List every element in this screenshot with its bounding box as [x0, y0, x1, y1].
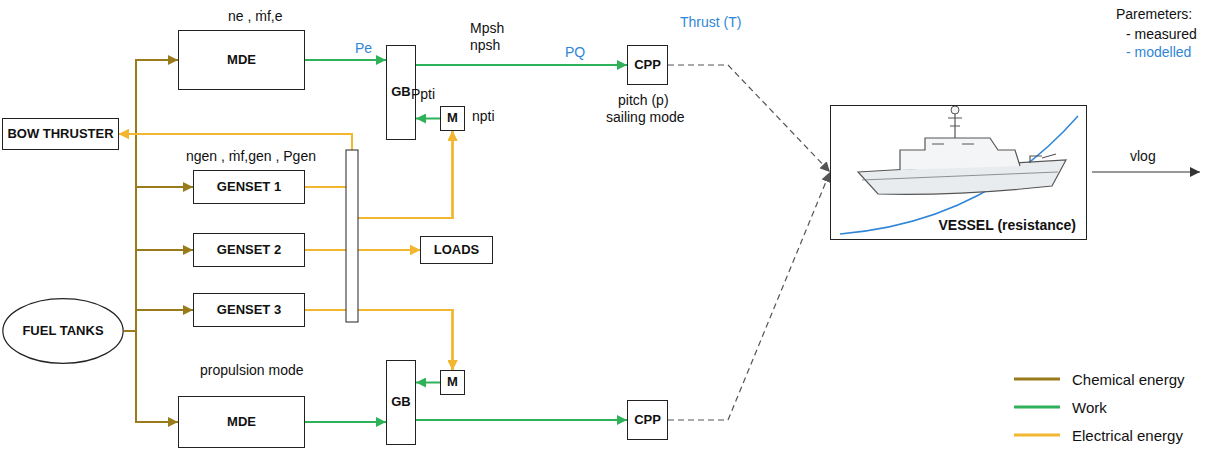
- thrust-connector: [668, 65, 830, 172]
- energy-connector: [305, 250, 453, 370]
- key-entry: - measured: [1126, 26, 1197, 42]
- node-text: FUEL TANKS: [22, 324, 103, 339]
- energy-connector: [124, 187, 193, 331]
- measured-parameter: vlog: [1130, 148, 1156, 164]
- resistance-curve: [840, 116, 1078, 234]
- legend-text: Work: [1072, 399, 1107, 416]
- engine-box: MDE: [178, 30, 305, 90]
- energy-connector: [124, 331, 178, 422]
- genset-box: GENSET 3: [193, 293, 305, 327]
- ship-superstructure: [900, 138, 1020, 170]
- thrust-connector: [668, 172, 830, 420]
- measured-parameter: npsh: [470, 37, 500, 53]
- node-text: MDE: [227, 53, 256, 68]
- legend-row: Work: [1012, 398, 1107, 416]
- legend-row: Chemical energy: [1012, 370, 1185, 388]
- ellipse-shape: [3, 299, 123, 364]
- energy-connector: [305, 131, 453, 310]
- key-entry: - modelled: [1126, 44, 1191, 60]
- energy-connector: [124, 60, 178, 331]
- vessel-box: VESSEL (resistance): [830, 105, 1087, 240]
- ship-waterline: [862, 172, 1058, 180]
- node-text: CPP: [634, 58, 661, 73]
- energy-connector: [124, 250, 193, 331]
- energy-connector: [305, 187, 453, 370]
- node-text: LOADS: [434, 243, 480, 258]
- ship-radar: [951, 106, 959, 114]
- ship-mast: [948, 112, 962, 138]
- legend-text: Electrical energy: [1072, 427, 1183, 444]
- node-text: MDE: [227, 415, 256, 430]
- motor-box: M: [440, 370, 465, 395]
- energy-connector: [305, 250, 420, 310]
- legend-swatch: [1014, 378, 1060, 381]
- energy-connector: [305, 131, 453, 218]
- modelled-parameter: Pe: [355, 40, 372, 56]
- node-text: VESSEL (resistance): [937, 217, 1078, 233]
- busbar: [346, 150, 358, 322]
- measured-parameter: ne , ṁf,e: [228, 8, 282, 24]
- energy-connector: [305, 421, 386, 423]
- static-layer: [346, 150, 1200, 322]
- energy-connector: [305, 310, 453, 370]
- engine-box: MDE: [178, 396, 305, 448]
- legend-swatch: [1014, 406, 1060, 409]
- measured-parameter: npti: [472, 108, 495, 124]
- loads-box: LOADS: [420, 236, 493, 264]
- fuel-ellipse: FUEL TANKS: [2, 298, 124, 364]
- legend-row: Electrical energy: [1012, 426, 1183, 444]
- measured-parameter: Mpsh: [470, 20, 504, 36]
- connector-layer: [119, 60, 830, 422]
- genset-box: GENSET 2: [193, 233, 305, 267]
- node-text: M: [447, 375, 458, 390]
- speed-arrow: [1092, 171, 1200, 172]
- propeller-box: CPP: [627, 45, 668, 85]
- genset-box: GENSET 1: [193, 170, 305, 204]
- mode-note: propulsion mode: [200, 362, 304, 378]
- ship-gun: [1030, 154, 1056, 163]
- measured-parameter: pitch (p): [618, 92, 669, 108]
- modelled-parameter: Thrust (T): [680, 14, 741, 30]
- node-text: GB: [391, 85, 411, 100]
- measured-parameter: sailing mode: [606, 109, 685, 125]
- energy-connector: [124, 310, 193, 331]
- motor-box: M: [440, 106, 465, 131]
- node-text: GENSET 1: [217, 180, 281, 195]
- energy-connector: [305, 59, 386, 61]
- energy-connector: [305, 131, 453, 250]
- energy-connector: [416, 419, 627, 421]
- modelled-parameter: PQ: [565, 44, 585, 60]
- gearbox-box: GB: [386, 360, 416, 445]
- energy-connector: [119, 134, 352, 310]
- energy-connector: [416, 118, 440, 120]
- legend-sample: [1012, 426, 1072, 444]
- measured-parameter: Ppti: [411, 86, 435, 102]
- key-heading: Paremeters:: [1116, 6, 1192, 22]
- node-text: M: [447, 111, 458, 126]
- energy-connector: [416, 382, 440, 384]
- node-text: BOW THRUSTER: [7, 127, 113, 142]
- legend-swatch: [1014, 434, 1060, 437]
- legend-text: Chemical energy: [1072, 371, 1185, 388]
- ship-windows: [932, 144, 974, 145]
- legend-sample: [1012, 370, 1072, 388]
- measured-parameter: ngen , ṁf,gen , Pgen: [186, 148, 316, 164]
- thruster-box: BOW THRUSTER: [2, 118, 119, 150]
- node-text: GENSET 3: [217, 303, 281, 318]
- legend-sample: [1012, 398, 1072, 416]
- node-text: GENSET 2: [217, 243, 281, 258]
- vessel-illustration: [840, 106, 1078, 234]
- propeller-box: CPP: [627, 400, 668, 440]
- node-text: GB: [391, 395, 411, 410]
- energy-connector: [416, 64, 627, 66]
- node-text: CPP: [634, 413, 661, 428]
